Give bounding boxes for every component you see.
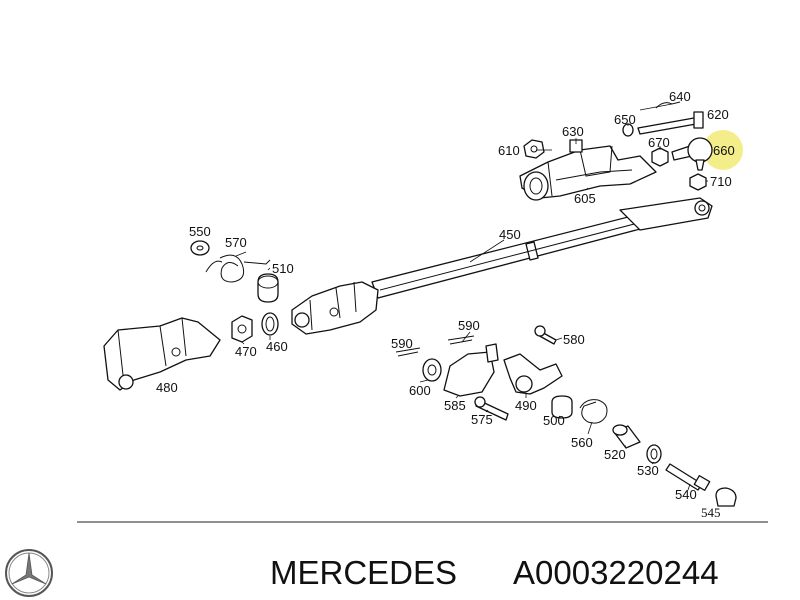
label-670: 670 <box>648 135 670 150</box>
mercedes-star-icon <box>5 549 53 597</box>
label-460: 460 <box>266 339 288 354</box>
brand-name: MERCEDES <box>270 554 457 591</box>
lower-components <box>395 325 737 507</box>
part-number: A0003220244 <box>513 554 719 591</box>
label-530: 530 <box>637 463 659 478</box>
label-480: 480 <box>156 380 178 395</box>
label-575: 575 <box>471 412 493 427</box>
leader-lines <box>235 103 708 491</box>
label-490: 490 <box>515 398 537 413</box>
label-630: 630 <box>562 124 584 139</box>
label-610: 610 <box>498 143 520 158</box>
label-570: 570 <box>225 235 247 250</box>
label-650: 650 <box>614 112 636 127</box>
label-660: 660 <box>713 143 735 158</box>
label-510: 510 <box>272 261 294 276</box>
label-450: 450 <box>499 227 521 242</box>
label-470: 470 <box>235 344 257 359</box>
label-620: 620 <box>707 107 729 122</box>
main-shaft <box>291 197 713 335</box>
label-545: 545 <box>701 505 721 520</box>
label-580: 580 <box>563 332 585 347</box>
highlight-660 <box>703 130 743 170</box>
label-500: 500 <box>543 413 565 428</box>
label-560: 560 <box>571 435 593 450</box>
upper-linkage <box>519 101 713 201</box>
label-550: 550 <box>189 224 211 239</box>
label-540: 540 <box>675 487 697 502</box>
label-710: 710 <box>710 174 732 189</box>
label-600: 600 <box>409 383 431 398</box>
label-605: 605 <box>574 191 596 206</box>
left-components <box>103 240 279 391</box>
label-585: 585 <box>444 398 466 413</box>
label-640: 640 <box>669 89 691 104</box>
label-590-left: 590 <box>391 336 413 351</box>
label-520: 520 <box>604 447 626 462</box>
callout-labels: 640 620 630 650 610 670 660 710 605 450 … <box>156 89 735 520</box>
label-590-right: 590 <box>458 318 480 333</box>
